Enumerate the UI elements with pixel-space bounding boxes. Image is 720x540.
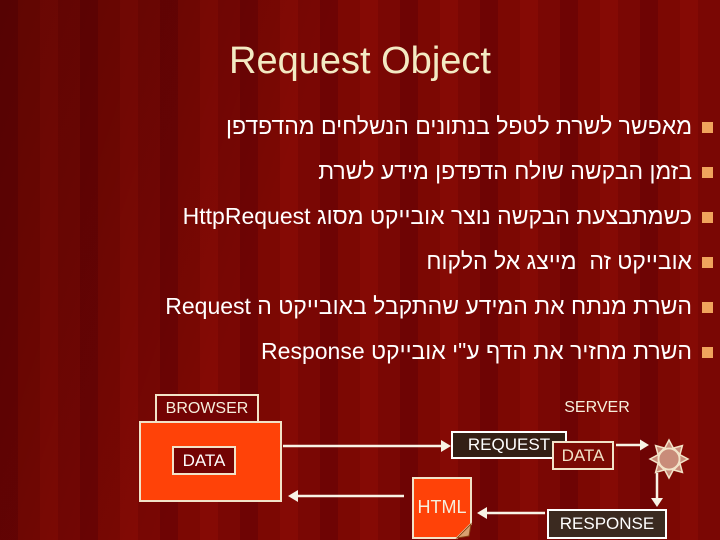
arrow-html-to-browser-icon (288, 490, 404, 502)
bullet-text: השרת מנתח את המידע שהתקבל באובייקט ה Req… (165, 293, 692, 319)
bullet-text: בזמן הבקשה שולח הדפדפן מידע לשרת (318, 158, 692, 184)
arrow-browser-to-request-icon (283, 440, 451, 452)
bullet-item: מאפשר לשרת לטפל בנתונים הנשלחים מהדפדפן (0, 104, 713, 149)
page-title: Request Object (229, 40, 491, 82)
bullet-item: השרת מחזיר את הדף ע"י אובייקט Response (0, 329, 713, 374)
html-document-label: HTML (417, 496, 467, 517)
bullet-text: אובייקט זה מייצג אל הלקוח (426, 248, 692, 274)
arrow-processor-to-response-icon (651, 473, 663, 507)
arrow-data-to-processor-icon (616, 439, 649, 451)
bullet-marker-icon (702, 302, 713, 313)
bullet-item: אובייקט זה מייצג אל הלקוח (0, 239, 713, 284)
bullet-text: מאפשר לשרת לטפל בנתונים הנשלחים מהדפדפן (226, 113, 692, 139)
response-box: RESPONSE (547, 509, 667, 539)
browser-data-box: DATA (172, 446, 236, 475)
bullet-marker-icon (702, 167, 713, 178)
bullet-item: השרת מנתח את המידע שהתקבל באובייקט ה Req… (0, 284, 713, 329)
bullet-text: השרת מחזיר את הדף ע"י אובייקט Response (261, 338, 692, 364)
bullet-item: בזמן הבקשה שולח הדפדפן מידע לשרת (0, 149, 713, 194)
bullet-marker-icon (702, 122, 713, 133)
bullet-marker-icon (702, 257, 713, 268)
bullet-text: כשמתבצעת הבקשה נוצר אובייקט מסוג HttpReq… (182, 203, 692, 229)
bullet-marker-icon (702, 212, 713, 223)
server-data-box: DATA (552, 441, 614, 470)
sun-burst-icon (648, 438, 690, 480)
server-label: SERVER (564, 399, 630, 416)
arrow-response-to-html-icon (477, 507, 545, 519)
request-box: REQUEST (451, 431, 567, 459)
bullet-marker-icon (702, 347, 713, 358)
browser-label-box: BROWSER (155, 394, 259, 423)
bullet-item: כשמתבצעת הבקשה נוצר אובייקט מסוג HttpReq… (0, 194, 713, 239)
bullet-list: מאפשר לשרת לטפל בנתונים הנשלחים מהדפדפן … (0, 104, 718, 374)
